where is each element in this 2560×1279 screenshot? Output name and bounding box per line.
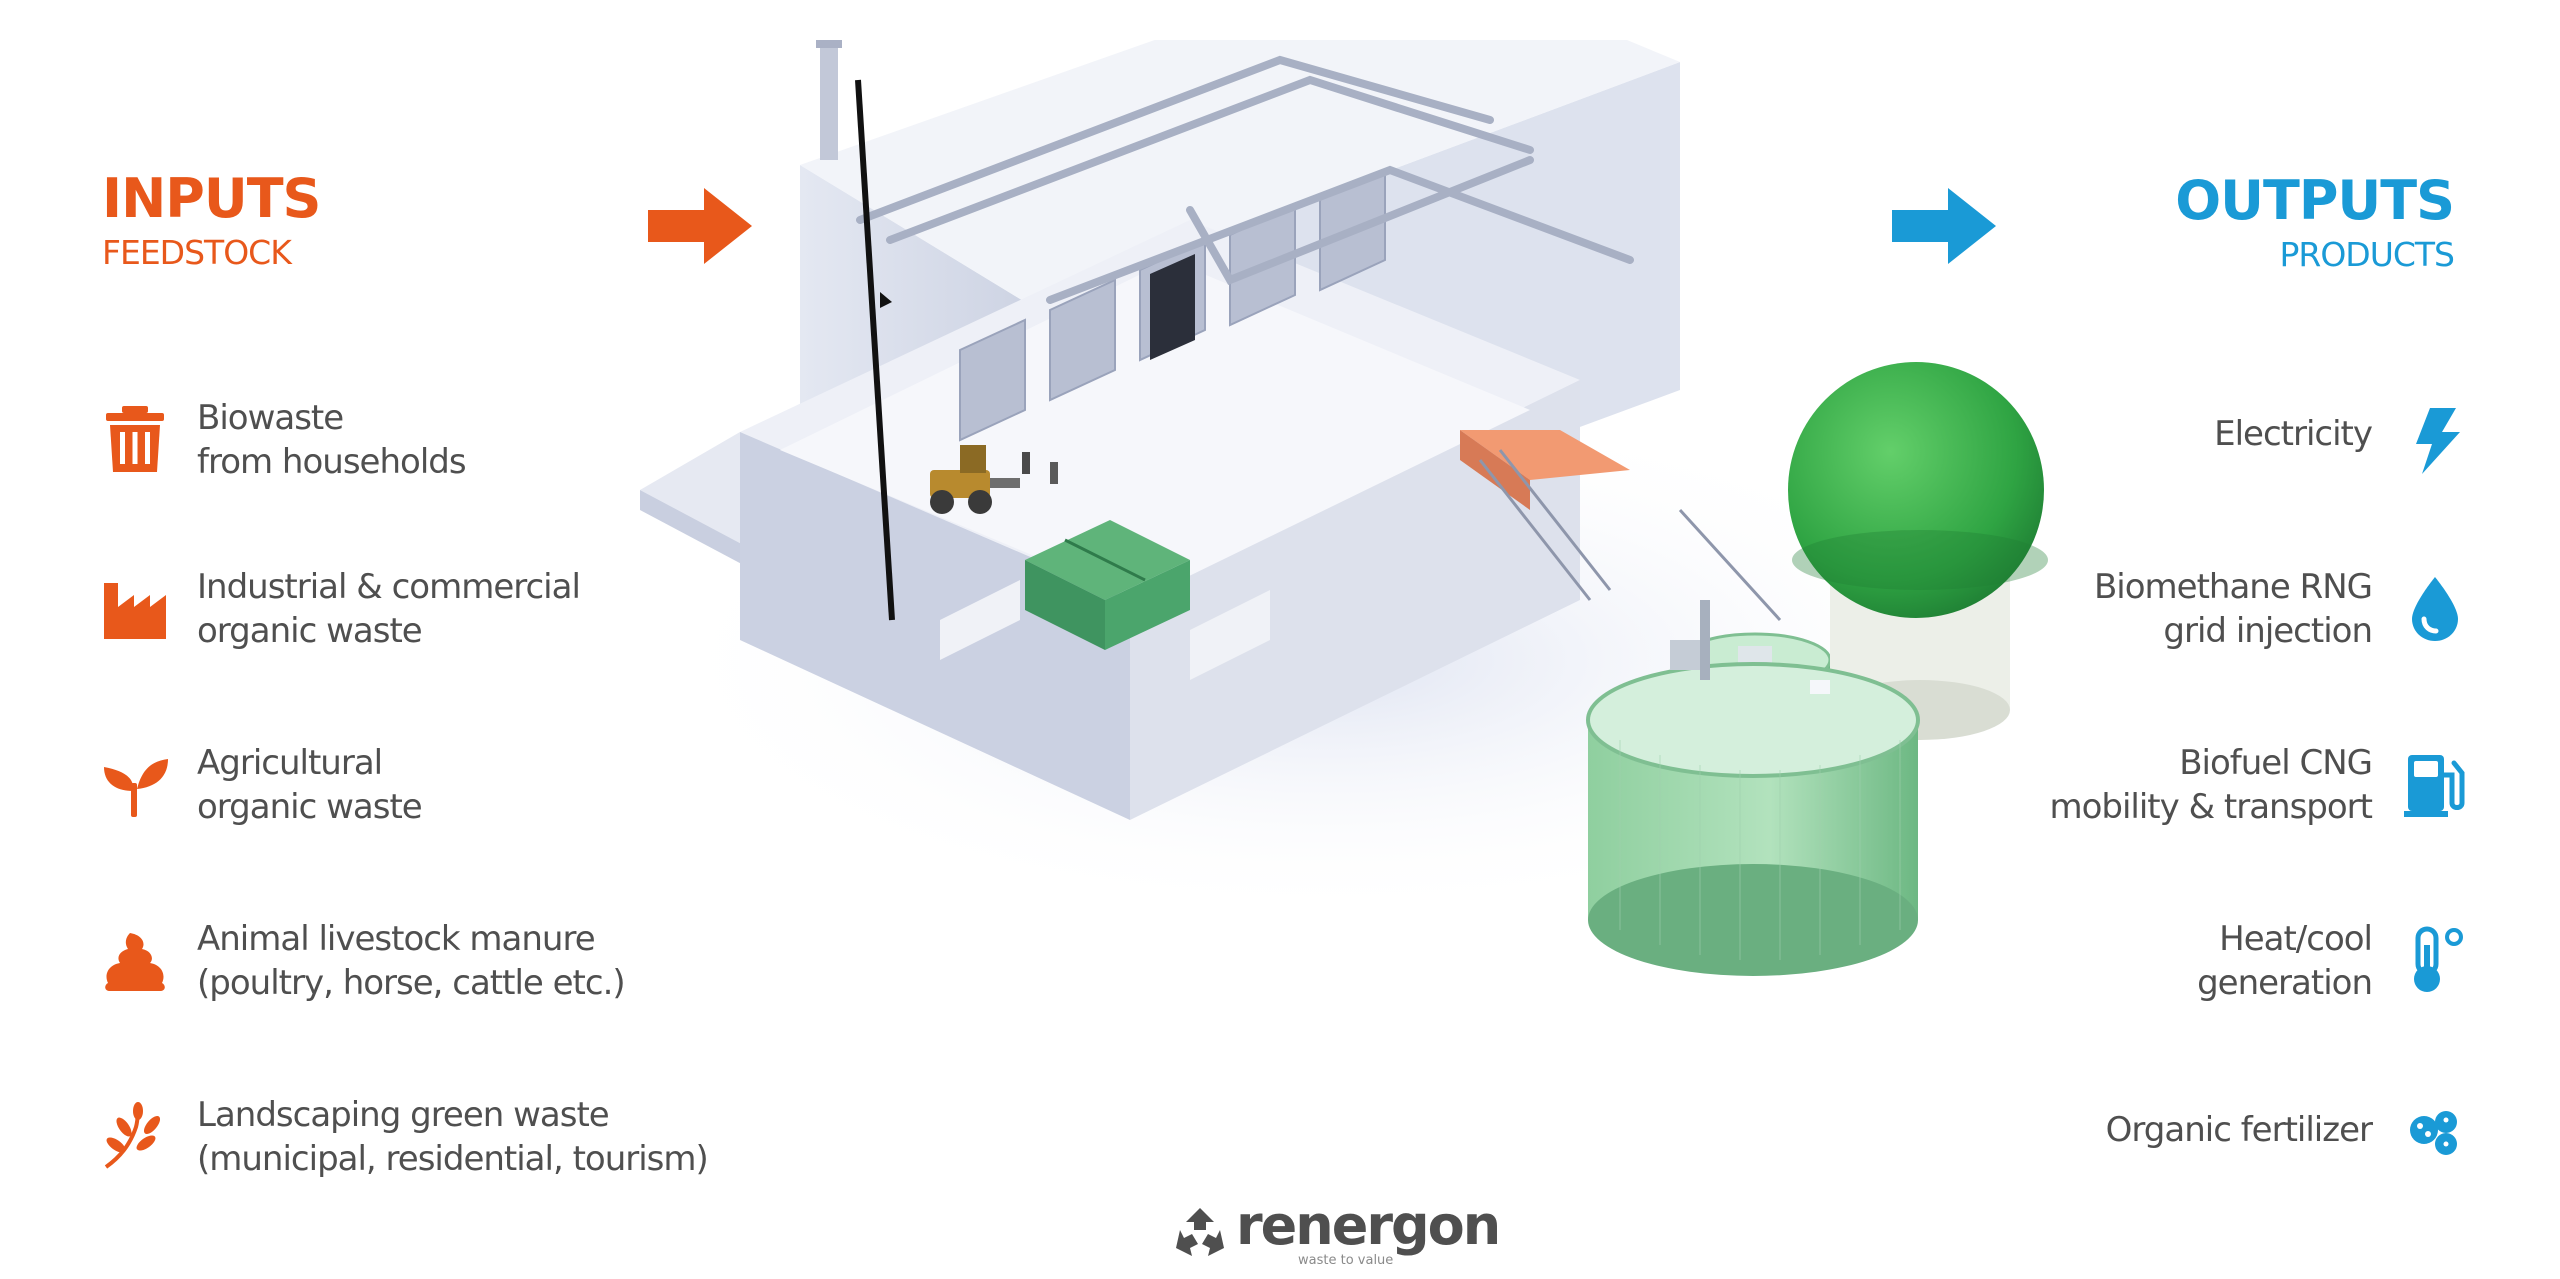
output-line1: Biomethane RNG xyxy=(2093,567,2373,607)
output-item-biomethane: Biomethane RNG grid injection xyxy=(1850,565,2470,665)
input-item-manure: Animal livestock manure (poultry, horse,… xyxy=(100,917,720,1017)
output-line2: generation xyxy=(2197,963,2373,1003)
input-item-landscaping: Landscaping green waste (municipal, resi… xyxy=(100,1093,720,1193)
inputs-arrow-icon xyxy=(648,188,752,264)
input-line2: from households xyxy=(197,442,467,482)
fertilizer-pellets-icon xyxy=(2400,1096,2470,1166)
output-line1: Organic fertilizer xyxy=(2105,1110,2373,1150)
factory-icon xyxy=(100,573,170,643)
input-line2: organic waste xyxy=(197,611,423,651)
output-item-text: Biofuel CNG mobility & transport xyxy=(2049,741,2373,829)
input-line1: Landscaping green waste xyxy=(197,1095,610,1135)
input-item-text: Animal livestock manure (poultry, horse,… xyxy=(197,917,626,1005)
output-line2: grid injection xyxy=(2163,611,2373,651)
output-line1: Electricity xyxy=(2214,414,2373,454)
output-item-electricity: Electricity xyxy=(1850,408,2470,512)
output-line2: mobility & transport xyxy=(2049,787,2373,827)
input-item-text: Industrial & commercial organic waste xyxy=(197,565,581,653)
inputs-subtitle: FEEDSTOCK xyxy=(102,233,292,272)
water-drop-icon xyxy=(2400,573,2470,643)
input-line2: (poultry, horse, cattle etc.) xyxy=(197,963,626,1003)
input-item-text: Biowaste from households xyxy=(197,396,467,484)
input-line1: Biowaste xyxy=(197,398,344,438)
input-line1: Agricultural xyxy=(197,743,383,783)
input-item-text: Landscaping green waste (municipal, resi… xyxy=(197,1093,709,1181)
outputs-subtitle: PRODUCTS xyxy=(2279,235,2455,274)
outputs-arrow-icon xyxy=(1892,188,1996,264)
output-item-heat-cool: Heat/cool generation xyxy=(1850,917,2470,1017)
input-item-industrial: Industrial & commercial organic waste xyxy=(100,565,720,665)
output-item-text: Biomethane RNG grid injection xyxy=(2093,565,2373,653)
logo-tagline: waste to value xyxy=(1298,1253,1394,1268)
biogas-plant-illustration xyxy=(630,40,2050,1000)
output-item-fertilizer: Organic fertilizer xyxy=(1850,1108,2470,1208)
inputs-title: INPUTS xyxy=(102,167,321,230)
leaf-branch-icon xyxy=(100,1101,170,1171)
recycle-arrows-icon xyxy=(1170,1204,1230,1264)
input-item-agricultural: Agricultural organic waste xyxy=(100,741,720,841)
output-item-text: Electricity xyxy=(2214,412,2373,456)
trash-bin-icon xyxy=(100,404,170,474)
thermometer-icon xyxy=(2400,925,2470,995)
output-line1: Heat/cool xyxy=(2219,919,2373,959)
input-item-biowaste: Biowaste from households xyxy=(100,396,720,496)
renergon-logo: renergon waste to value xyxy=(1170,1196,1510,1276)
inputs-heading: INPUTS FEEDSTOCK xyxy=(102,167,321,272)
sprout-icon xyxy=(100,749,170,819)
logo-wordmark: renergon xyxy=(1236,1194,1501,1257)
input-line2: organic waste xyxy=(197,787,423,827)
input-item-text: Agricultural organic waste xyxy=(197,741,423,829)
output-line1: Biofuel CNG xyxy=(2179,743,2373,783)
lightning-bolt-icon xyxy=(2400,406,2470,476)
output-item-text: Organic fertilizer xyxy=(2105,1108,2373,1152)
outputs-heading: OUTPUTS PRODUCTS xyxy=(2175,169,2455,274)
input-line1: Industrial & commercial xyxy=(197,567,581,607)
manure-icon xyxy=(100,925,170,995)
output-item-text: Heat/cool generation xyxy=(2197,917,2373,1005)
output-item-biofuel: Biofuel CNG mobility & transport xyxy=(1850,741,2470,841)
input-line1: Animal livestock manure xyxy=(197,919,596,959)
input-line2: (municipal, residential, tourism) xyxy=(197,1139,709,1179)
fuel-pump-icon xyxy=(2400,749,2470,819)
outputs-title: OUTPUTS xyxy=(2175,169,2455,232)
